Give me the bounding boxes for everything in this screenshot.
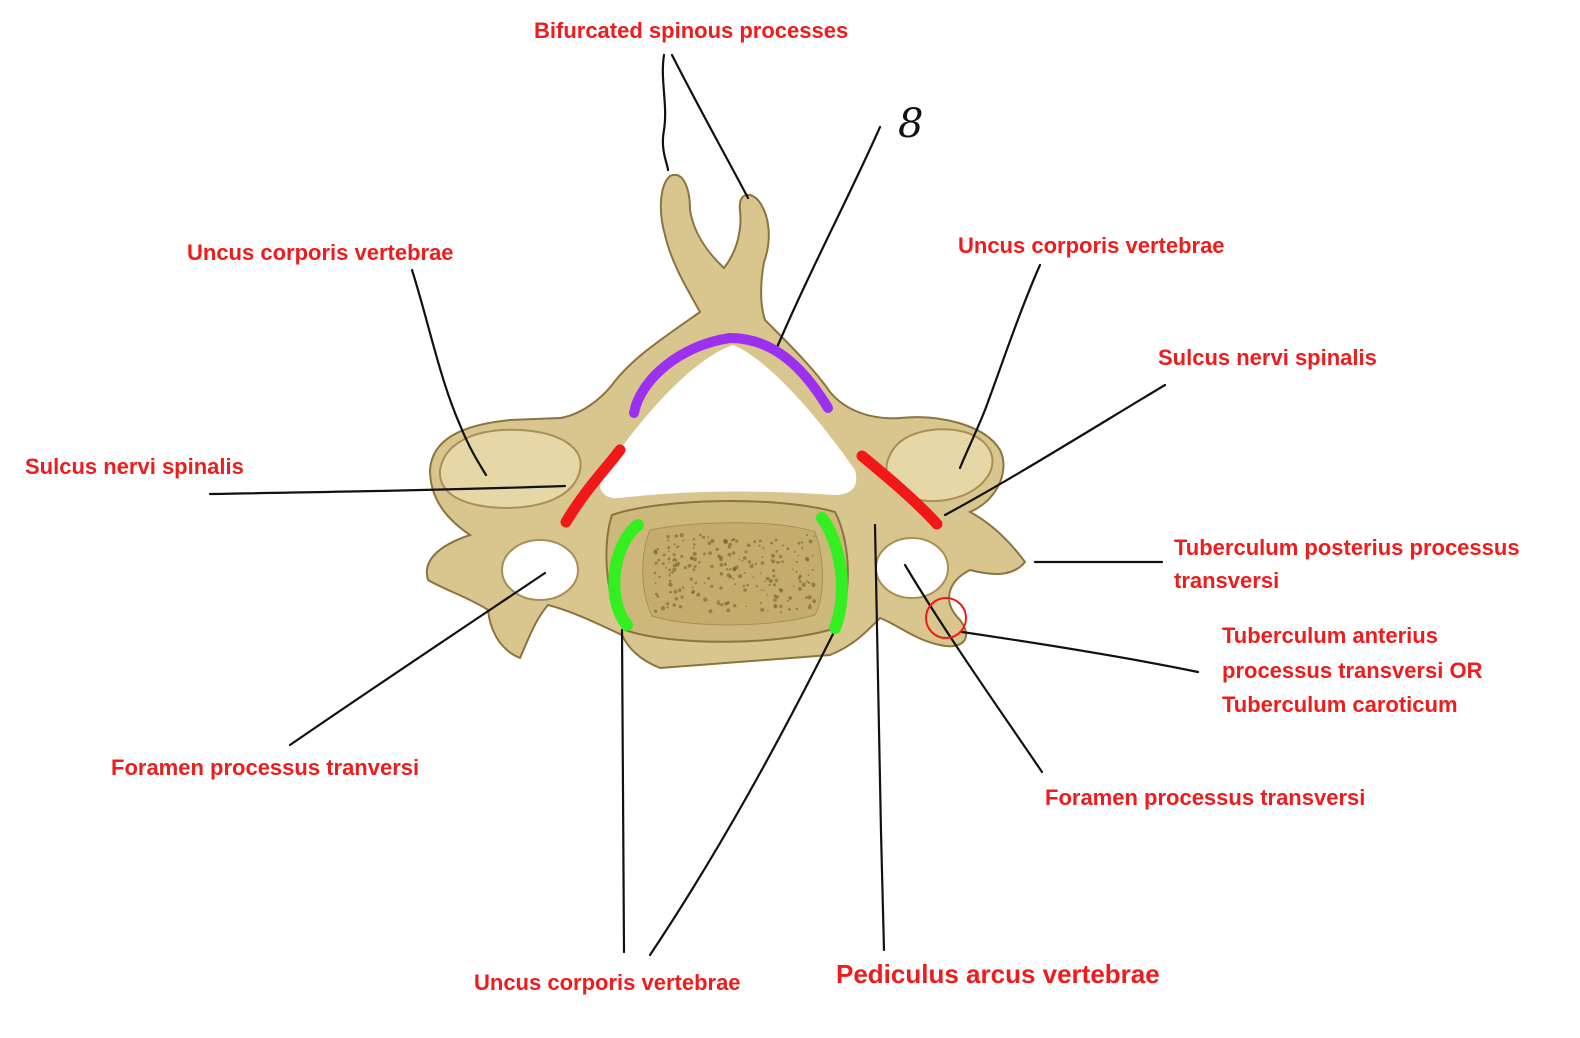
leader-sulcus-left bbox=[208, 484, 567, 496]
label-tuberculum-anterius-line1: Tuberculum anterius bbox=[1222, 623, 1438, 648]
sulcus-right-highlight-red bbox=[856, 450, 943, 530]
label-uncus-bottom: Uncus corporis vertebrae bbox=[474, 970, 741, 995]
leader-uncus-bottom-right bbox=[648, 626, 838, 957]
leader-pediculus bbox=[873, 523, 886, 952]
tuberculum-caroticum-circle bbox=[925, 597, 967, 639]
left-articular-facet bbox=[438, 428, 582, 510]
label-uncus-right: Uncus corporis vertebrae bbox=[958, 233, 1225, 258]
leader-tuberculum-anterius bbox=[960, 630, 1200, 674]
label-tuberculum-anterius-line2: processus transversi OR bbox=[1222, 658, 1483, 683]
label-bifurcated-spinous: Bifurcated spinous processes bbox=[534, 18, 849, 43]
spongiosa-dots bbox=[653, 533, 817, 614]
uncus-left-highlight-green bbox=[608, 519, 644, 631]
label-foramen-left: Foramen processus tranversi bbox=[111, 755, 420, 780]
right-foramen-transversarium bbox=[875, 537, 949, 599]
label-tuberculum-posterius-line2: transversi bbox=[1174, 568, 1280, 593]
vertebral-body-spongiosa bbox=[642, 522, 823, 626]
leader-uncus-bottom-left bbox=[620, 628, 626, 954]
lamina-highlight-purple bbox=[629, 332, 833, 418]
label-tuberculum-anterius-line3: Tuberculum caroticum bbox=[1222, 692, 1458, 717]
leader-uncus-left bbox=[410, 268, 488, 477]
leader-uncus-right bbox=[958, 263, 1042, 470]
cervical-vertebra bbox=[425, 173, 1027, 670]
left-foramen-transversarium bbox=[501, 539, 579, 601]
leader-handwritten-8 bbox=[773, 125, 882, 354]
leader-spinous-right bbox=[670, 53, 750, 200]
leader-foramen-left bbox=[288, 571, 547, 747]
vertebral-foramen bbox=[600, 345, 857, 499]
highlight-marks bbox=[560, 332, 967, 639]
label-foramen-right: Foramen processus transversi bbox=[1045, 785, 1366, 810]
label-tuberculum-posterius-line1: Tuberculum posterius processus bbox=[1174, 535, 1520, 560]
leader-sulcus-right bbox=[943, 383, 1167, 517]
label-sulcus-right: Sulcus nervi spinalis bbox=[1158, 345, 1377, 370]
label-pediculus: Pediculus arcus vertebrae bbox=[836, 959, 1160, 989]
label-uncus-left: Uncus corporis vertebrae bbox=[187, 240, 454, 265]
leader-lines bbox=[208, 53, 1200, 957]
uncus-right-highlight-green bbox=[816, 512, 848, 634]
label-sulcus-left: Sulcus nervi spinalis bbox=[25, 454, 244, 479]
leader-spinous-left bbox=[661, 53, 670, 172]
handwritten-mark: 8 bbox=[898, 101, 924, 147]
leader-foramen-right bbox=[903, 563, 1044, 774]
sulcus-left-highlight-red bbox=[560, 444, 626, 528]
